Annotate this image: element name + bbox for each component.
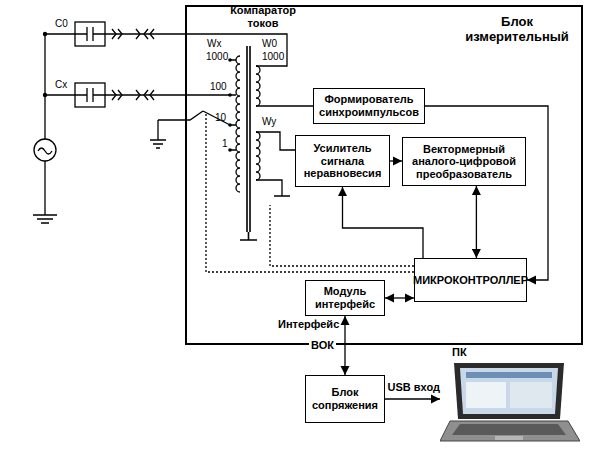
junction-dot [43, 93, 47, 97]
wire [45, 94, 230, 95]
process-box: Формирователь синхроимпульсов [313, 88, 425, 124]
connector-arrow [343, 187, 424, 258]
process-box: Усилитель сигнала неравновесия [295, 135, 390, 187]
connector-label: USB вход [386, 381, 442, 394]
component-label: C0 [55, 18, 68, 30]
measuring-unit: Блок измерительныйФормирователь синхроим… [185, 5, 583, 345]
box-text: МИКРОКОНТРОЛЛЕР [413, 274, 528, 287]
process-box: Модуль интерфейс [305, 280, 385, 316]
signal-name: Интерфейс [278, 318, 339, 331]
connector-arrow [385, 297, 414, 298]
connector-arrow [476, 186, 477, 258]
connector-symbol [112, 29, 154, 39]
component-label: Cx [55, 79, 67, 91]
tap-dot [228, 93, 232, 97]
connector-arrow [344, 316, 345, 375]
wire [44, 34, 45, 215]
wire [203, 111, 230, 125]
winding-label: W0 [262, 38, 277, 50]
process-box: Вектормерный аналого-цифровой преобразов… [402, 137, 526, 186]
ac-source [34, 139, 56, 161]
capacitor-housing [75, 83, 105, 107]
box-text: Вектормерный аналого-цифровой преобразов… [407, 143, 521, 181]
transformer-core [240, 46, 257, 240]
turns-number: 1000 [206, 51, 228, 63]
ground-switch [158, 111, 203, 140]
control-line [206, 114, 414, 272]
process-box: МИКРОКОНТРОЛЛЕР [414, 258, 527, 302]
capacitor-symbol [75, 88, 105, 102]
junction-dot [43, 32, 47, 36]
tap-dot [228, 123, 232, 127]
part-title: Компаратор токов [222, 4, 304, 29]
box-text: Усилитель сигнала неравновесия [300, 142, 385, 180]
connector-arrow [425, 106, 548, 280]
device-label: ПК [452, 346, 467, 359]
box-text: Модуль интерфейс [310, 285, 380, 310]
wire [256, 132, 295, 196]
turns-number: 10 [215, 112, 226, 124]
capacitor-symbol [75, 27, 105, 41]
coil-tap [230, 60, 236, 150]
capacitor-housing [75, 22, 105, 46]
process-box: Блок сопряжения [305, 375, 385, 423]
winding-label: Wy [262, 116, 276, 128]
connector-arrow [385, 398, 440, 399]
computer-icon: ПК [440, 345, 580, 447]
ground-symbol [150, 140, 166, 148]
winding-label: Wx [207, 38, 221, 50]
wire [256, 105, 313, 106]
turns-number: 1 [222, 138, 228, 150]
coil-winding [256, 66, 260, 106]
box-text: Формирователь синхроимпульсов [318, 93, 420, 118]
box-text: Блок сопряжения [310, 386, 380, 411]
coil-winding [236, 56, 240, 192]
turns-number: 100 [210, 81, 227, 93]
tap-dot [228, 148, 232, 152]
laptop-picture [440, 361, 580, 447]
connector-arrow [390, 160, 402, 161]
unit-title: Блок измерительный [461, 15, 573, 45]
tap-dot [228, 58, 232, 62]
turns-number: 1000 [262, 51, 284, 63]
connector-label: ВОК [309, 339, 336, 352]
ac-sign [38, 148, 52, 154]
connector-symbol [112, 90, 154, 100]
ground-symbol [33, 215, 57, 223]
coil-winding [256, 132, 260, 180]
